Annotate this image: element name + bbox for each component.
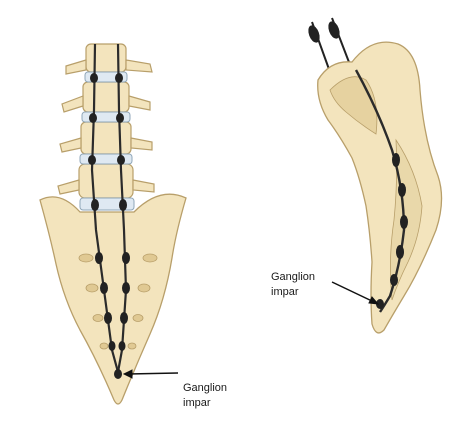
arrow-left-view — [124, 370, 178, 378]
vertebra-4 — [79, 164, 133, 198]
ganglion-impar-frontal — [114, 369, 122, 379]
label-ganglion-right: Ganglion — [271, 270, 315, 284]
label-ganglion-left: Ganglion — [183, 381, 227, 395]
vertebra-1 — [86, 44, 126, 72]
spine-frontal-view — [40, 44, 186, 404]
sacrum-lateral-view — [308, 18, 442, 333]
vertebra-2 — [83, 82, 129, 112]
label-impar-left: impar — [183, 396, 211, 410]
label-impar-right: impar — [271, 285, 299, 299]
vertebra-3 — [81, 122, 131, 154]
